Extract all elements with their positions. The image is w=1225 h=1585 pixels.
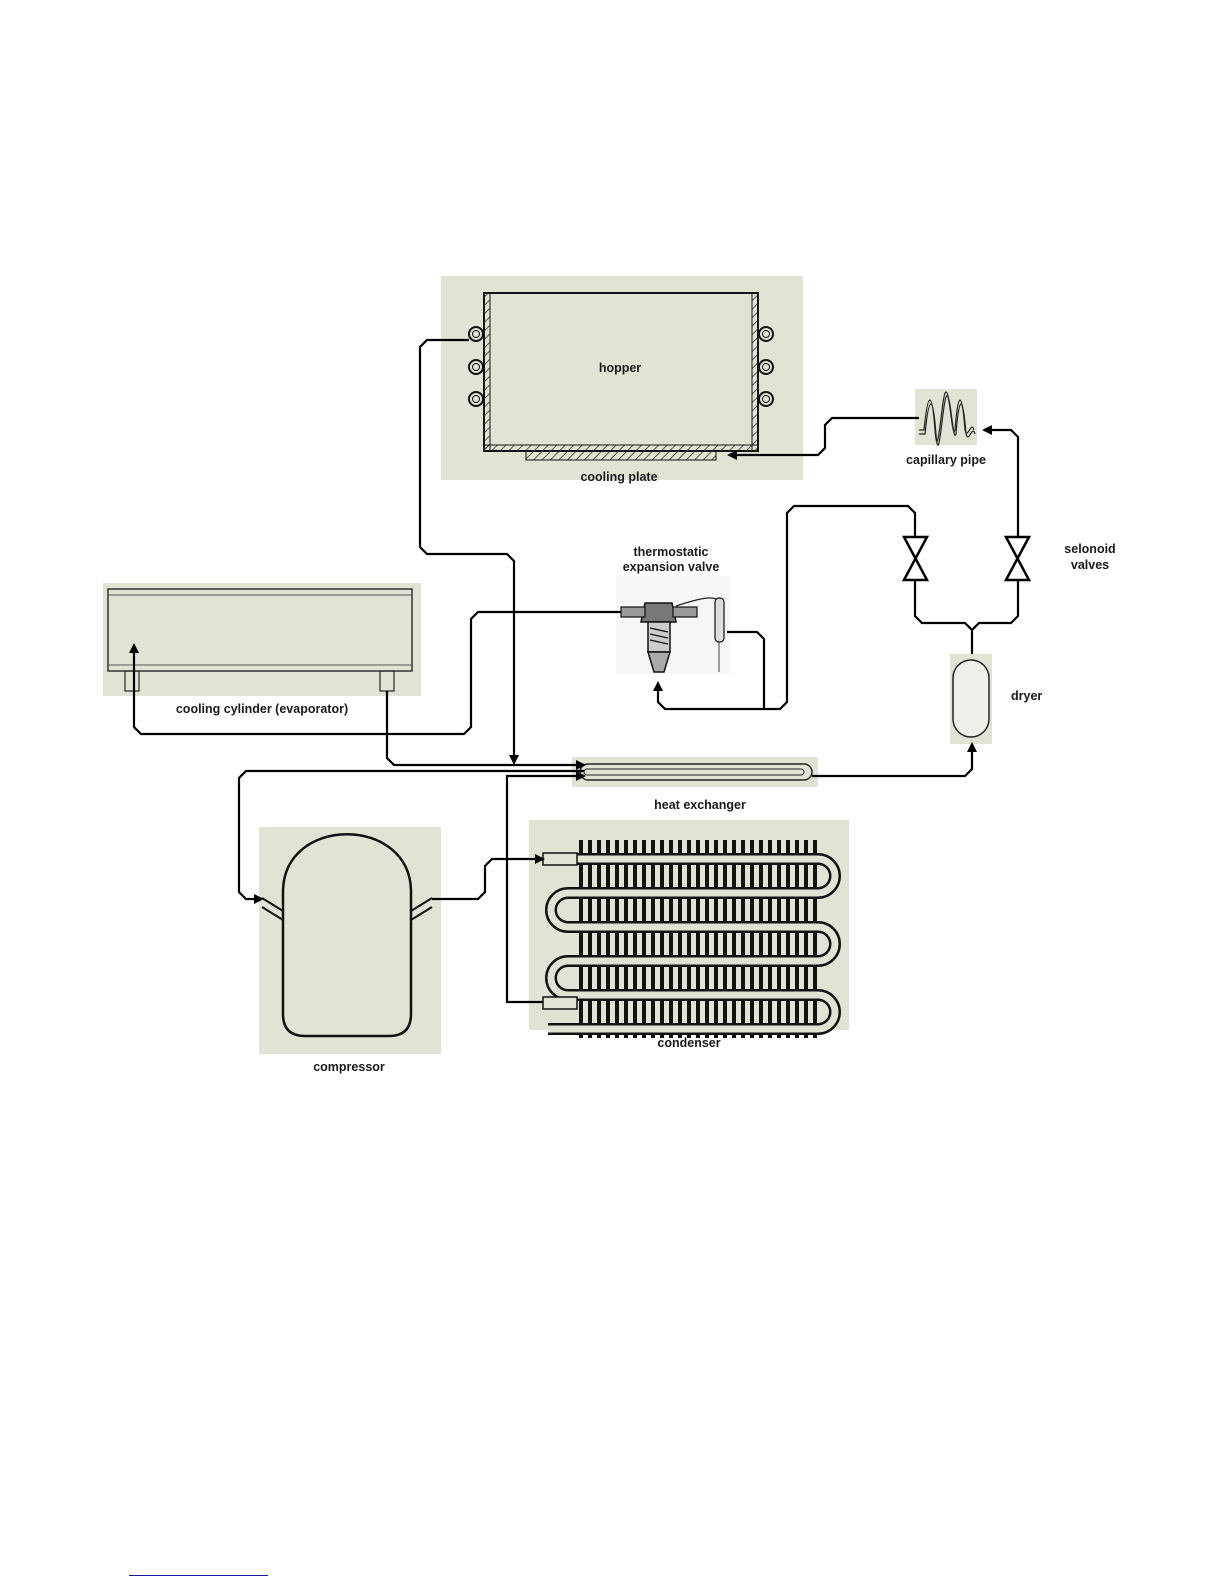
cooling-plate [526,451,716,460]
solenoid-valves-label-line1: selonoid [1064,542,1115,556]
heat-exchanger-label: heat exchanger [654,798,746,812]
compressor-label: compressor [313,1060,385,1074]
capillary-pipe-label: capillary pipe [906,453,986,467]
hopper-label: hopper [599,361,641,375]
dryer-label: dryer [1011,689,1042,703]
capillary-pipe-component: capillary pipe [906,389,986,467]
solenoid-valves-label-line2: valves [1071,558,1109,572]
thermostatic-valve-label-line2: expansion valve [623,560,720,574]
solenoid-valve-2-icon [1006,537,1029,580]
cooling-cylinder-component: cooling cylinder (evaporator) [103,583,421,716]
solenoid-valves: selonoid valves [904,537,1116,580]
compressor-component: compressor [259,827,441,1074]
condenser-label: condenser [657,1036,720,1050]
dryer-component: dryer [950,654,1042,744]
hopper-component: hopper cooling plate [441,276,803,484]
footer-rule [129,1575,268,1576]
solenoid-valve-1-icon [904,537,927,580]
cooling-cylinder-label: cooling cylinder (evaporator) [176,702,348,716]
thermostatic-expansion-valve: thermostatic expansion valve [616,545,730,674]
thermostatic-valve-label-line1: thermostatic [633,545,708,559]
condenser-component: condenser [529,820,849,1050]
condenser-fins [581,840,815,1038]
cooling-plate-label: cooling plate [580,470,657,484]
heat-exchanger-component: heat exchanger [572,757,818,812]
